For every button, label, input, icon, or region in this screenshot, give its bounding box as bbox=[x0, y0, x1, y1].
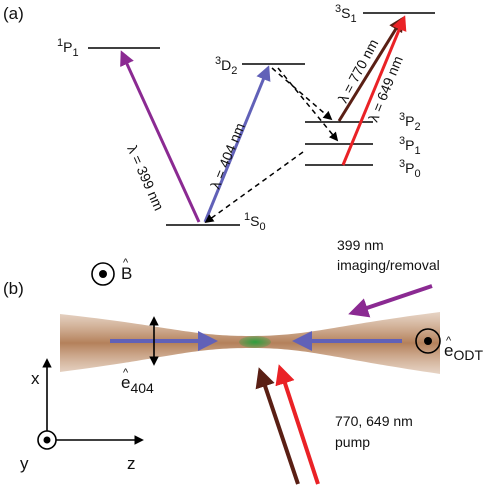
transition-399-label: λ = 399 nm bbox=[124, 143, 167, 213]
b-field-circle-icon bbox=[91, 262, 115, 286]
atom-cloud bbox=[239, 336, 271, 348]
panel-a-label: (a) bbox=[3, 4, 24, 23]
eodt-hat: ^ bbox=[446, 335, 452, 347]
eodt-label: eODT bbox=[444, 341, 483, 363]
imaging-beam-line1: 399 nm bbox=[337, 237, 384, 253]
odt-polarization-dot-icon bbox=[424, 337, 432, 345]
axis-x-label: x bbox=[31, 369, 40, 388]
pump-770-arrow bbox=[255, 367, 300, 485]
axis-z-label: z bbox=[127, 454, 136, 473]
panel-b-label: (b) bbox=[3, 279, 24, 298]
odt-polarization-circle-icon bbox=[415, 328, 441, 354]
transition-770-arrow bbox=[337, 16, 404, 122]
b-field-symbol: B bbox=[121, 264, 132, 283]
imaging-beam-399-arrow bbox=[348, 284, 433, 318]
pump-beam-line2: pump bbox=[335, 434, 370, 450]
b-field-hat: ^ bbox=[123, 257, 129, 269]
pump-649-arrow bbox=[275, 364, 320, 485]
e404-hat: ^ bbox=[123, 367, 129, 379]
decay-3p1-to-1s0-arrow bbox=[204, 151, 304, 224]
label-3p0: 3P0 bbox=[399, 158, 421, 180]
decay-3d2-to-3p2-arrow bbox=[271, 67, 333, 121]
transition-399-arrow bbox=[120, 50, 201, 223]
pump-beam-line1: 770, 649 nm bbox=[335, 413, 413, 429]
transition-404-label: λ = 404 nm bbox=[207, 121, 248, 192]
label-3p2: 3P2 bbox=[399, 111, 421, 133]
label-3s1: 3S1 bbox=[335, 3, 357, 25]
transition-404-arrow bbox=[203, 65, 271, 223]
decay-3d2-to-3p1-arrow bbox=[277, 67, 339, 142]
axis-y-dot-icon bbox=[43, 436, 51, 444]
e404-label: e404 bbox=[121, 373, 154, 396]
label-1s0: 1S0 bbox=[244, 211, 266, 233]
label-3d2: 3D2 bbox=[215, 55, 237, 77]
transition-649-arrow bbox=[341, 15, 407, 166]
axis-y-label: y bbox=[20, 454, 29, 473]
imaging-beam-line2: imaging/removal bbox=[337, 257, 440, 273]
label-1p1: 1P1 bbox=[57, 37, 79, 59]
b-field-dot-icon bbox=[99, 270, 107, 278]
label-3p1: 3P1 bbox=[399, 135, 421, 157]
